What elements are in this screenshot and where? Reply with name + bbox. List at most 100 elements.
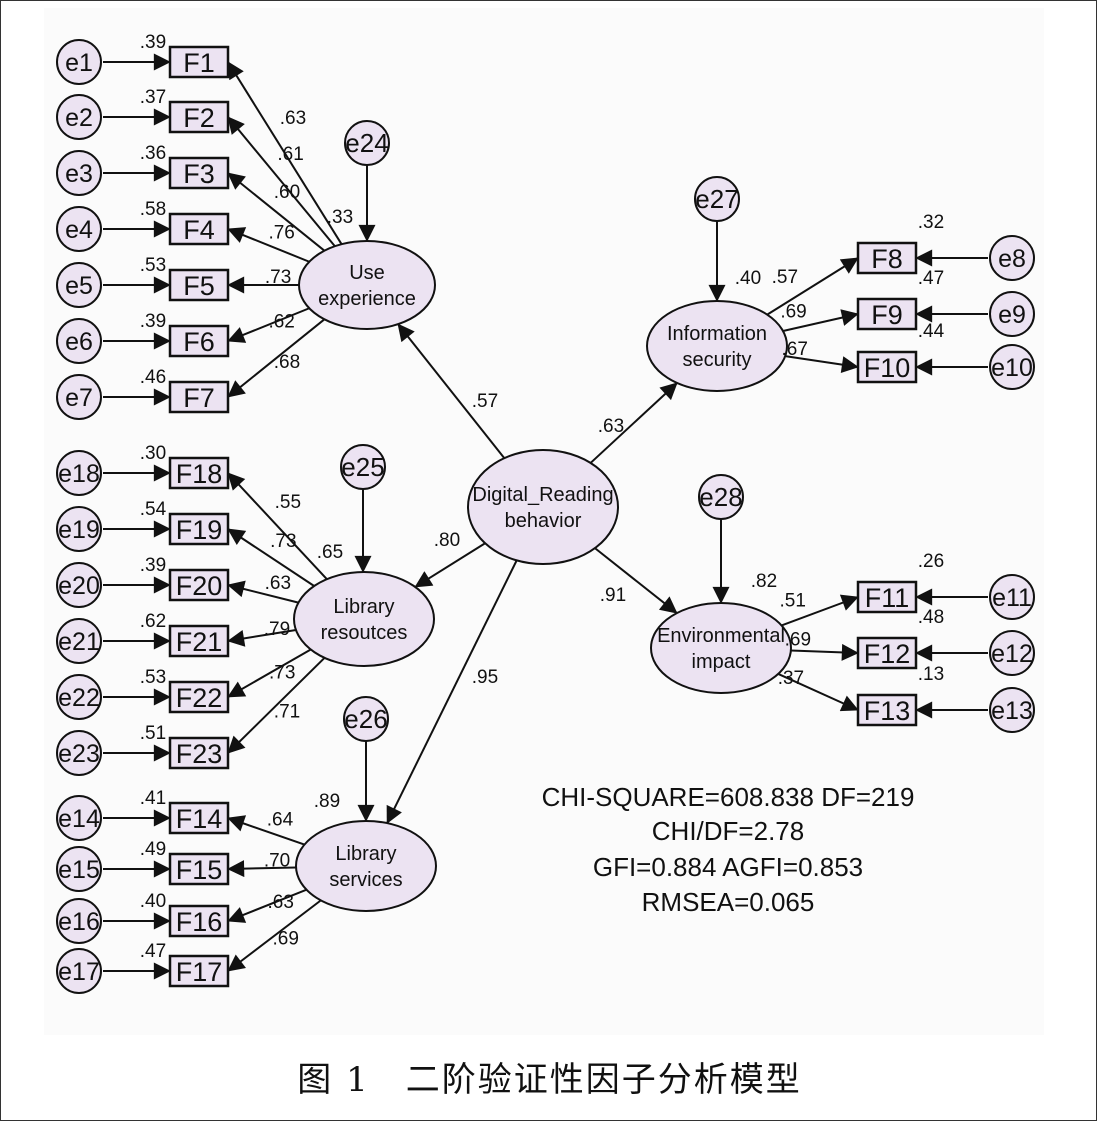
indicator-F16 xyxy=(168,904,230,938)
error-label: e18 xyxy=(58,460,100,488)
loading-F15 xyxy=(227,860,297,878)
loading-coef-F23: .71 xyxy=(274,702,300,723)
disturbance-e28 xyxy=(698,474,744,520)
indicator-F2 xyxy=(168,100,230,134)
r2-lib: .65 xyxy=(317,542,343,563)
r2-F18: .30 xyxy=(140,443,166,464)
error-e19 xyxy=(56,506,102,552)
loading-F21 xyxy=(227,629,297,647)
indicator-label: F23 xyxy=(176,739,223,769)
loading-F17 xyxy=(227,899,322,972)
factor-svc xyxy=(295,820,437,912)
fit-statistics: CHI-SQUARE=608.838 DF=219 CHI/DF=2.78 GF… xyxy=(542,782,915,917)
indicator-F18 xyxy=(168,456,230,490)
loading-coef-F21: .79 xyxy=(264,619,290,640)
loading-F13 xyxy=(777,672,859,712)
loading-coef-F3: .60 xyxy=(274,182,300,203)
factor-label: Information xyxy=(667,323,767,345)
edge-layer xyxy=(103,53,988,980)
indicator-F20 xyxy=(168,568,230,602)
r2-F16: .40 xyxy=(140,891,166,912)
fit-line-rmsea: RMSEA=0.065 xyxy=(642,887,815,917)
error-label: e7 xyxy=(65,384,93,412)
indicator-label: F3 xyxy=(183,159,215,189)
error-e1 xyxy=(56,39,102,85)
loading-coef-F9: .69 xyxy=(780,301,806,322)
factor-label: Environmental xyxy=(657,625,785,647)
disturbance-label: e25 xyxy=(341,452,384,482)
indicator-F6 xyxy=(168,324,230,358)
error-e17 xyxy=(56,948,102,994)
r2-F23: .51 xyxy=(140,723,166,744)
loading-coef-F1: .63 xyxy=(280,108,306,129)
loading-coef-F16: .63 xyxy=(267,892,293,913)
error-e12 xyxy=(989,630,1035,676)
node-layer: e24e25e26e27e28F1e1F2e2F3e3F4e4F5e5F6e6F… xyxy=(56,39,1035,994)
factor-label: security xyxy=(683,349,752,371)
loading-F3 xyxy=(227,172,326,252)
loading-F7 xyxy=(227,318,326,398)
loading-coef-F7: .68 xyxy=(274,352,300,373)
path-digital-to-use xyxy=(397,323,506,459)
indicator-label: F10 xyxy=(864,353,911,383)
fit-line-chi-df: CHI/DF=2.78 xyxy=(652,816,804,846)
loading-F18 xyxy=(227,472,328,580)
r2-info: .40 xyxy=(735,268,761,289)
factor-label: impact xyxy=(692,651,751,673)
r2-env: .82 xyxy=(751,571,777,592)
r2-F12: .48 xyxy=(918,607,944,628)
loading-F22 xyxy=(227,648,312,698)
error-e11 xyxy=(989,574,1035,620)
disturbance-label: e24 xyxy=(345,128,388,158)
indicator-F11 xyxy=(856,580,918,614)
path-coef-lib: .80 xyxy=(434,530,460,551)
loading-coef-F11: .51 xyxy=(780,591,806,612)
error-e2 xyxy=(56,94,102,140)
error-e22 xyxy=(56,674,102,720)
indicator-F5 xyxy=(168,268,230,302)
disturbance-e27 xyxy=(694,176,740,222)
error-label: e2 xyxy=(65,104,93,132)
indicator-label: F21 xyxy=(176,627,223,657)
loading-F16 xyxy=(227,888,307,923)
error-e16 xyxy=(56,898,102,944)
error-e6 xyxy=(56,318,102,364)
r2-F8: .32 xyxy=(918,212,944,233)
error-label: e4 xyxy=(65,216,93,244)
r2-F22: .53 xyxy=(140,667,166,688)
indicator-F3 xyxy=(168,156,230,190)
indicator-label: F19 xyxy=(176,515,223,545)
loading-F4 xyxy=(227,227,310,263)
error-label: e10 xyxy=(991,354,1033,382)
r2-F6: .39 xyxy=(140,311,166,332)
error-label: e12 xyxy=(991,640,1033,668)
error-label: e5 xyxy=(65,272,93,300)
path-digital-to-env xyxy=(594,547,678,614)
path-coef-env: .91 xyxy=(600,585,626,606)
path-digital-to-info xyxy=(589,382,678,464)
indicator-label: F15 xyxy=(176,855,223,885)
indicator-F4 xyxy=(168,212,230,246)
factor-label: resoutces xyxy=(321,622,408,644)
loading-coef-F14: .64 xyxy=(267,809,294,830)
loading-F14 xyxy=(227,815,305,846)
indicator-label: F9 xyxy=(871,300,903,330)
factor-env xyxy=(650,602,792,694)
fit-line-chi-square: CHI-SQUARE=608.838 DF=219 xyxy=(542,782,915,812)
r2-F3: .36 xyxy=(140,143,166,164)
loading-F11 xyxy=(781,594,859,627)
loading-F23 xyxy=(227,657,326,754)
error-label: e15 xyxy=(58,856,100,884)
r2-svc: .89 xyxy=(314,791,340,812)
loading-coef-F5: .73 xyxy=(265,267,291,288)
path-digital-to-lib xyxy=(414,542,486,588)
error-e9 xyxy=(989,291,1035,337)
error-label: e8 xyxy=(998,245,1026,273)
loading-F20 xyxy=(227,580,299,604)
loading-F8 xyxy=(766,257,859,316)
r2-F21: .62 xyxy=(140,611,166,632)
error-e4 xyxy=(56,206,102,252)
r2-F20: .39 xyxy=(140,555,166,576)
r2-F10: .44 xyxy=(918,321,945,342)
indicator-label: F18 xyxy=(176,459,223,489)
